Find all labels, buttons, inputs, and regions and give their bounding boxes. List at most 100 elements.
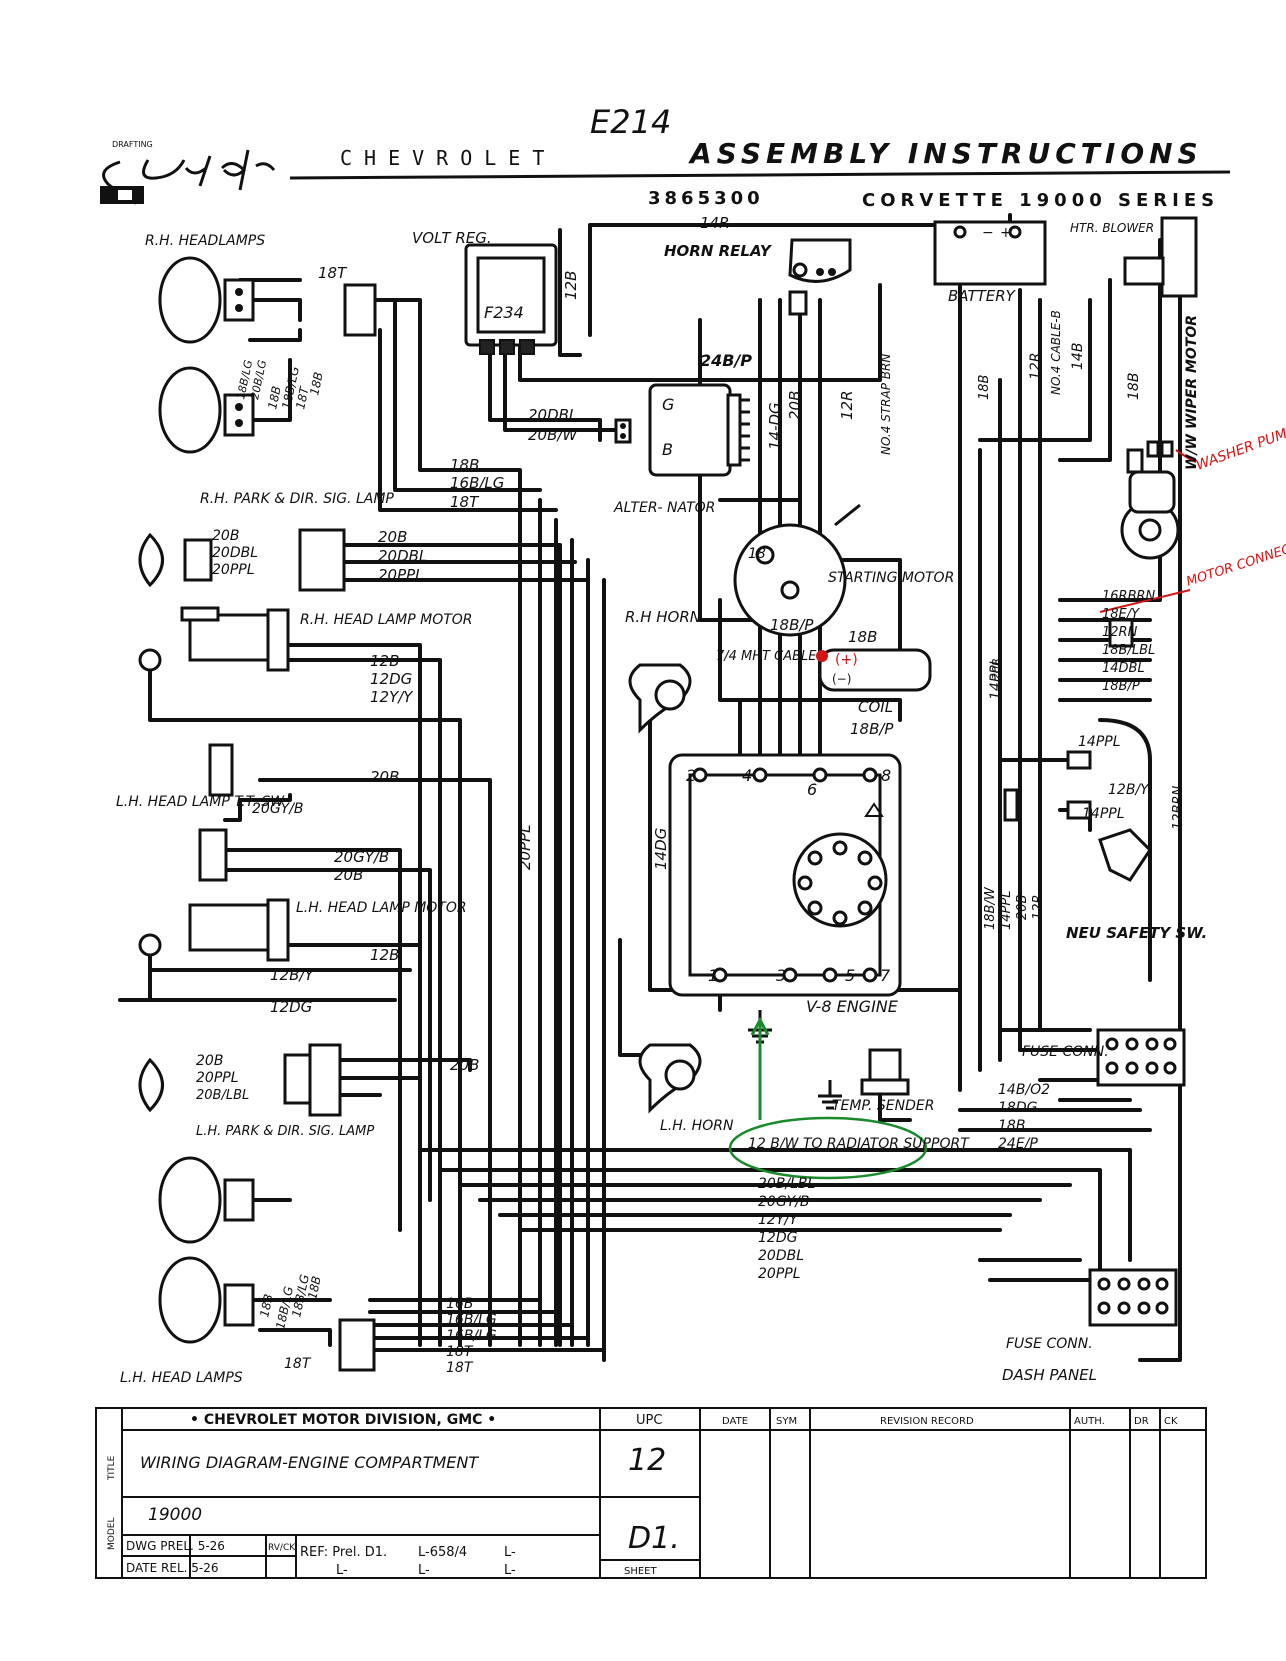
brand-name: CHEVROLET xyxy=(340,146,556,170)
no4-cable-label: NO.4 CABLE-B xyxy=(1049,310,1063,395)
rh-park-lamp xyxy=(138,528,346,592)
ref-code: L-658/4 xyxy=(418,1545,467,1560)
wire-label: 18B xyxy=(848,628,877,646)
engine-term-3: 3 xyxy=(776,966,786,985)
wire-label: 16RBRN xyxy=(1102,589,1156,604)
wire-label: 18E/Y xyxy=(1102,607,1140,622)
wire-label: 12B/Y xyxy=(270,966,315,984)
wire-label: 20PPL xyxy=(378,566,424,584)
lh-tt-switch-label: L.H. HEAD LAMP T.T. SW xyxy=(116,794,285,810)
wire-label: 14R xyxy=(700,214,730,232)
fuse-conn-label-2: FUSE CONN. xyxy=(1006,1336,1093,1352)
model-value: 19000 xyxy=(148,1505,202,1525)
wire-label: 16B xyxy=(446,1296,473,1312)
wire-label: 14PPL xyxy=(999,891,1014,930)
engine-term-7: 7 xyxy=(880,966,891,985)
wire-label: 20GY/B xyxy=(252,801,304,817)
wire-label: 14PPL xyxy=(988,658,1004,701)
ref-prel: REF: Prel. D1. xyxy=(300,1545,387,1560)
rh-head-lamp-motor xyxy=(138,606,290,672)
wire-label: 20B xyxy=(786,391,804,420)
dwg-prel: DWG PREL. 5-26 xyxy=(126,1539,225,1553)
ref-l3: L- xyxy=(418,1563,430,1578)
wire-label: 24B/P xyxy=(700,351,752,370)
wiper-motor xyxy=(1108,440,1180,648)
wire-label: 18B xyxy=(257,1293,276,1319)
wire-label: 12R xyxy=(1031,894,1046,920)
wire-label: 14PPL xyxy=(1078,734,1121,750)
ref-l4: L- xyxy=(504,1563,516,1578)
rh-horn-label: R.H HORN xyxy=(625,608,701,626)
ground-annotation xyxy=(728,1016,928,1180)
rh-headlamps xyxy=(158,256,377,454)
wire-label: 12B xyxy=(562,271,580,300)
rh-head-lamp-motor-label: R.H. HEAD LAMP MOTOR xyxy=(300,612,473,628)
svg-text:(−): (−) xyxy=(832,672,851,686)
neu-safety-label: NEU SAFETY SW. xyxy=(1066,924,1207,942)
ref-l1: L- xyxy=(504,1545,516,1560)
wire-label: 20GY/B xyxy=(334,848,389,866)
dash-panel-label: DASH PANEL xyxy=(1002,1366,1097,1384)
rh-park-lamp-label: R.H. PARK & DIR. SIG. LAMP xyxy=(200,491,394,507)
wire-label: 20DBL xyxy=(212,545,258,561)
wire-label: 18B/W xyxy=(983,886,998,930)
fuse-conn-label-1: FUSE CONN. xyxy=(1022,1044,1109,1060)
title-side-label: TITLE xyxy=(107,1455,117,1481)
rh-headlamps-label: R.H. HEADLAMPS xyxy=(145,233,265,249)
htr-blower-label: HTR. BLOWER xyxy=(1070,221,1154,235)
svg-text:DRAFTING: DRAFTING xyxy=(112,140,153,149)
lh-tt-switch xyxy=(198,743,234,882)
part-number: 3865300 xyxy=(648,188,764,209)
red-annotations xyxy=(1099,449,1197,613)
wire-label: 18B xyxy=(307,371,326,397)
wire-label: 20PPL xyxy=(516,824,534,870)
wire-label: 18B xyxy=(998,1118,1025,1134)
heater-blower xyxy=(1123,216,1198,298)
lh-park-lamp-label: L.H. PARK & DIR. SIG. LAMP xyxy=(196,1124,374,1139)
alt-terminal-g: G xyxy=(662,395,674,414)
wire-label: 14PPL xyxy=(1082,806,1125,822)
coil-label: COIL xyxy=(858,698,893,716)
wire-label: 18B/P xyxy=(850,720,894,738)
wire-label: 16B/LG xyxy=(446,1328,497,1344)
wire-label: 20B xyxy=(196,1053,223,1069)
wire-label: 20B xyxy=(1015,894,1030,920)
battery-label: BATTERY xyxy=(948,287,1017,305)
wire-label: 20B/LBL xyxy=(758,1176,815,1192)
ignition-coil: (+) (−) xyxy=(816,648,932,692)
wire-label: 20B xyxy=(334,866,363,884)
lh-headlamps-label: L.H. HEAD LAMPS xyxy=(120,1370,243,1386)
sheet-label: SHEET xyxy=(624,1566,658,1577)
lh-head-lamp-motor-label: L.H. HEAD LAMP MOTOR xyxy=(296,900,467,916)
wire-label: 20B/LBL xyxy=(196,1088,249,1103)
wire-label: 20GY/B xyxy=(758,1194,810,1210)
doc-title: ASSEMBLY INSTRUCTIONS xyxy=(688,137,1203,170)
engine-term-6: 6 xyxy=(807,780,817,799)
engine-term-1: 1 xyxy=(708,966,718,985)
wire-label: 20PPL xyxy=(212,562,255,578)
lh-headlamps xyxy=(158,1156,376,1372)
wire-label: 16B/LG xyxy=(450,474,504,492)
sheet-value: D1. xyxy=(628,1521,680,1556)
engine-term-2: 2 xyxy=(686,766,696,785)
neutral-safety-switch xyxy=(1003,750,1152,882)
ground-note-label: 12 B/W TO RADIATOR SUPPORT xyxy=(748,1136,970,1152)
washer-pump-label: WASHER PUMP xyxy=(1194,423,1286,474)
wire-label: 18T xyxy=(446,1360,474,1376)
wire-label: 18DG xyxy=(998,1100,1038,1116)
starting-motor xyxy=(733,503,861,637)
wire-label: 12R xyxy=(1028,352,1044,380)
series-label: CORVETTE 19000 SERIES xyxy=(862,190,1219,211)
wire-label: 12R xyxy=(838,390,856,420)
wire-label: 20DBL xyxy=(528,406,577,424)
svg-text:−: − xyxy=(982,225,994,241)
strap-cable-label: 7/4 MHT CABLE xyxy=(716,649,817,664)
wire-label: 20B xyxy=(370,768,399,786)
wire-label: 14DBL xyxy=(1102,661,1145,676)
wire-label: 18B/P xyxy=(770,616,814,634)
alternator: G B xyxy=(614,383,750,477)
voltage-regulator: F234 xyxy=(464,243,558,355)
v8-engine xyxy=(668,753,902,997)
ref-l2: L- xyxy=(336,1563,348,1578)
